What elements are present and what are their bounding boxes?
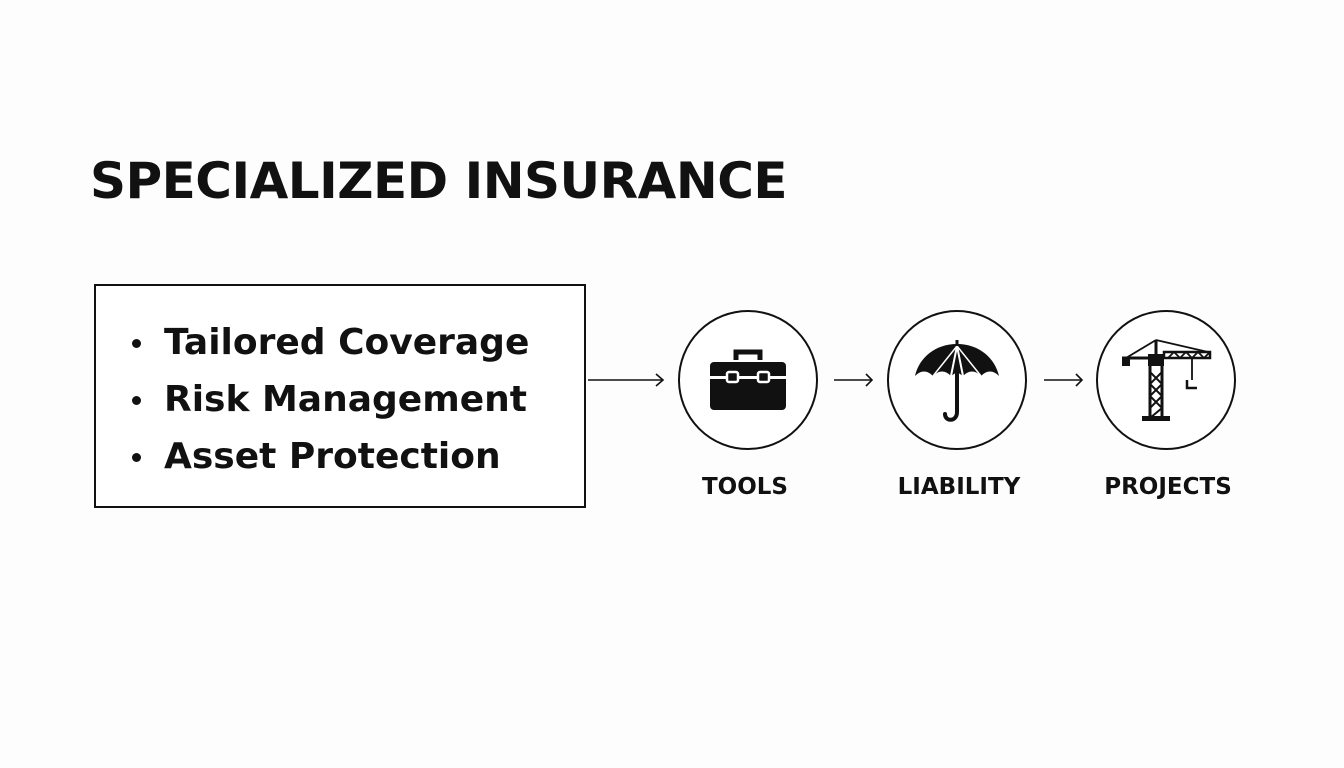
benefit-label: Risk Management bbox=[164, 379, 527, 420]
bullet-dot bbox=[132, 453, 141, 462]
tools-circle bbox=[678, 310, 818, 450]
benefit-item: Tailored Coverage bbox=[128, 314, 529, 371]
benefits-list: Tailored Coverage Risk Management Asset … bbox=[128, 314, 529, 485]
benefit-item: Asset Protection bbox=[128, 428, 529, 485]
benefits-box: Tailored Coverage Risk Management Asset … bbox=[94, 284, 586, 508]
arrow-connector-tools-to-liability bbox=[834, 373, 874, 387]
benefit-label: Tailored Coverage bbox=[164, 322, 530, 363]
bullet-dot bbox=[132, 339, 141, 348]
arrow-connector-liability-to-projects bbox=[1044, 373, 1084, 387]
category-label-projects: PROJECTS bbox=[1104, 474, 1232, 500]
category-label-tools: TOOLS bbox=[701, 474, 788, 500]
benefit-label: Asset Protection bbox=[164, 436, 501, 477]
crane-icon bbox=[1122, 339, 1212, 421]
liability-circle bbox=[887, 310, 1027, 450]
projects-circle bbox=[1096, 310, 1236, 450]
umbrella-icon bbox=[915, 340, 999, 422]
bullet-dot bbox=[132, 396, 141, 405]
arrow-connector-box-to-tools bbox=[588, 373, 665, 387]
toolbox-icon bbox=[710, 349, 786, 410]
diagram-title: SPECIALIZED INSURANCE bbox=[90, 152, 788, 210]
category-label-liability: LIABILITY bbox=[897, 474, 1021, 500]
benefit-item: Risk Management bbox=[128, 371, 529, 428]
